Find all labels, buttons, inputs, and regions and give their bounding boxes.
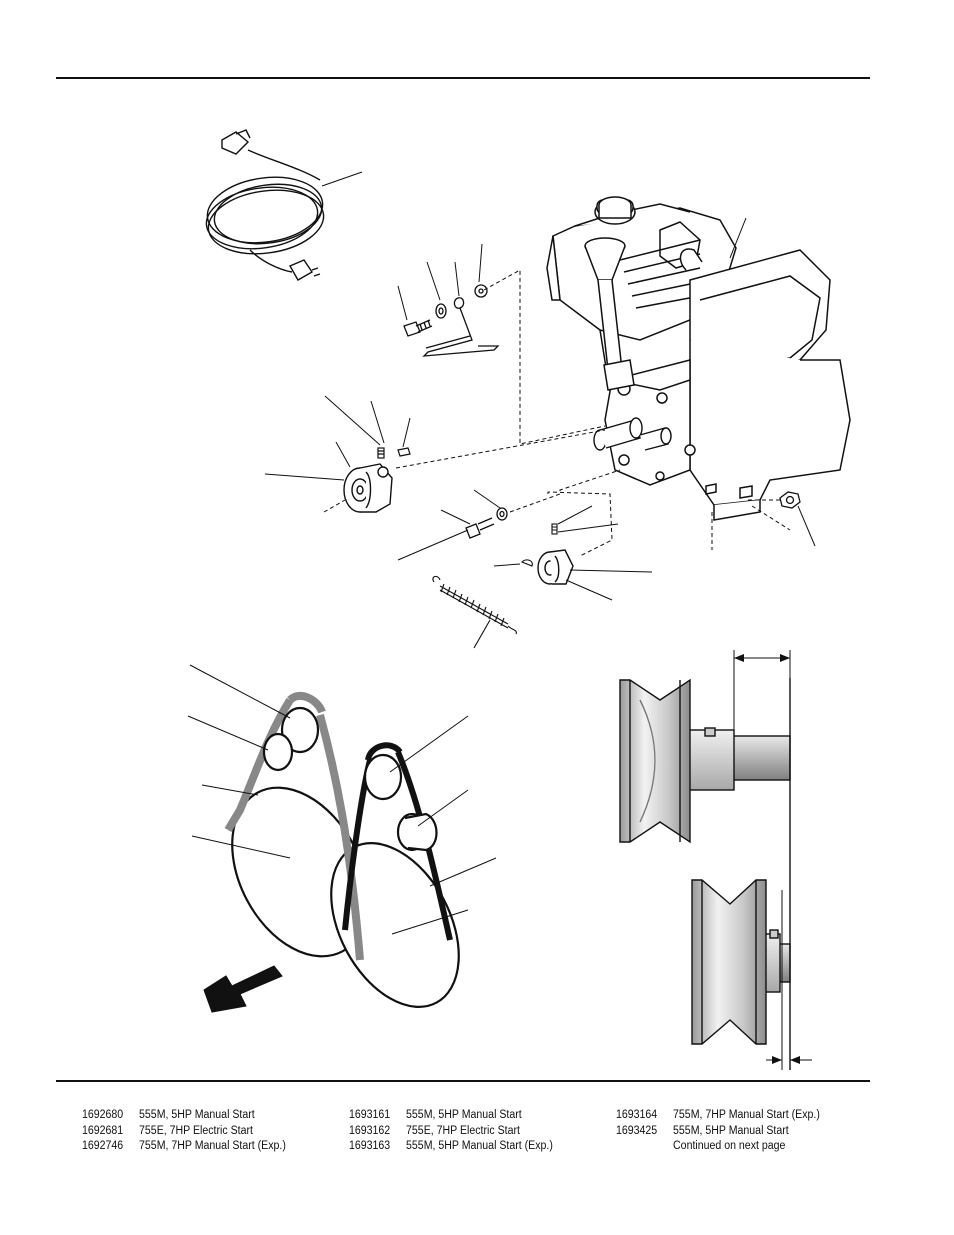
hardware-cluster [403, 284, 500, 357]
model-number: 1692680 [82, 1109, 124, 1121]
model-row: 1692746 755M, 7HP Manual Start (Exp.) [82, 1139, 286, 1155]
model-number: 1693162 [349, 1124, 391, 1137]
model-number: 1693161 [349, 1109, 391, 1121]
model-number: 1693425 [616, 1124, 658, 1137]
set-screw [377, 447, 411, 459]
alignment-pulley-lower [691, 879, 791, 1045]
extension-cord [205, 129, 325, 281]
model-row: 1693162 755E, 7HP Electric Start [349, 1124, 553, 1140]
model-description: 755M, 7HP Manual Start (Exp.) [139, 1140, 286, 1152]
lower-pulley [537, 549, 574, 585]
model-row: 1693161 555M, 5HP Manual Start [349, 1108, 553, 1124]
model-description: 555M, 5HP Manual Start (Exp.) [406, 1140, 553, 1152]
model-row: 1692680 555M, 5HP Manual Start [82, 1108, 286, 1124]
model-description: 555M, 5HP Manual Start [673, 1124, 789, 1137]
model-row: 1693425 555M, 5HP Manual Start [616, 1124, 820, 1140]
lower-set-screw [521, 523, 558, 567]
model-description: 755E, 7HP Electric Start [406, 1124, 520, 1137]
model-number: 1692746 [82, 1140, 124, 1152]
spring [432, 575, 517, 649]
continued-note-row: Continued on next page [616, 1139, 820, 1155]
model-row: 1693163 555M, 5HP Manual Start (Exp.) [349, 1139, 553, 1155]
upper-pulley [343, 463, 393, 513]
model-description: 555M, 5HP Manual Start [139, 1109, 255, 1121]
model-number: 1692681 [82, 1124, 124, 1137]
model-row: 1693164 755M, 7HP Manual Start (Exp.) [616, 1108, 820, 1124]
model-list-col-2: 1693161 555M, 5HP Manual Start 1693162 755… [349, 1108, 553, 1155]
lower-bolt [465, 507, 508, 539]
model-description: 755M, 7HP Manual Start (Exp.) [673, 1109, 820, 1121]
top-rule [56, 77, 870, 79]
engine-shaft [593, 417, 672, 451]
hex-nut [779, 491, 801, 509]
model-number: 1693163 [349, 1140, 391, 1152]
starter-handle [584, 237, 635, 391]
model-description: 555M, 5HP Manual Start [406, 1109, 522, 1121]
alignment-pulley-upper [619, 678, 791, 844]
fuel-cap [598, 196, 632, 219]
continued-note: Continued on next page [673, 1140, 786, 1152]
model-description: 755E, 7HP Electric Start [139, 1124, 253, 1137]
model-list-col-1: 1692680 555M, 5HP Manual Start 1692681 755… [82, 1108, 286, 1155]
model-number: 1693164 [616, 1109, 658, 1121]
model-list-col-3: 1693164 755M, 7HP Manual Start (Exp.) 169… [616, 1108, 820, 1155]
bottom-rule [56, 1080, 870, 1082]
model-row: 1692681 755E, 7HP Electric Start [82, 1124, 286, 1140]
direction-arrow [203, 965, 283, 1013]
